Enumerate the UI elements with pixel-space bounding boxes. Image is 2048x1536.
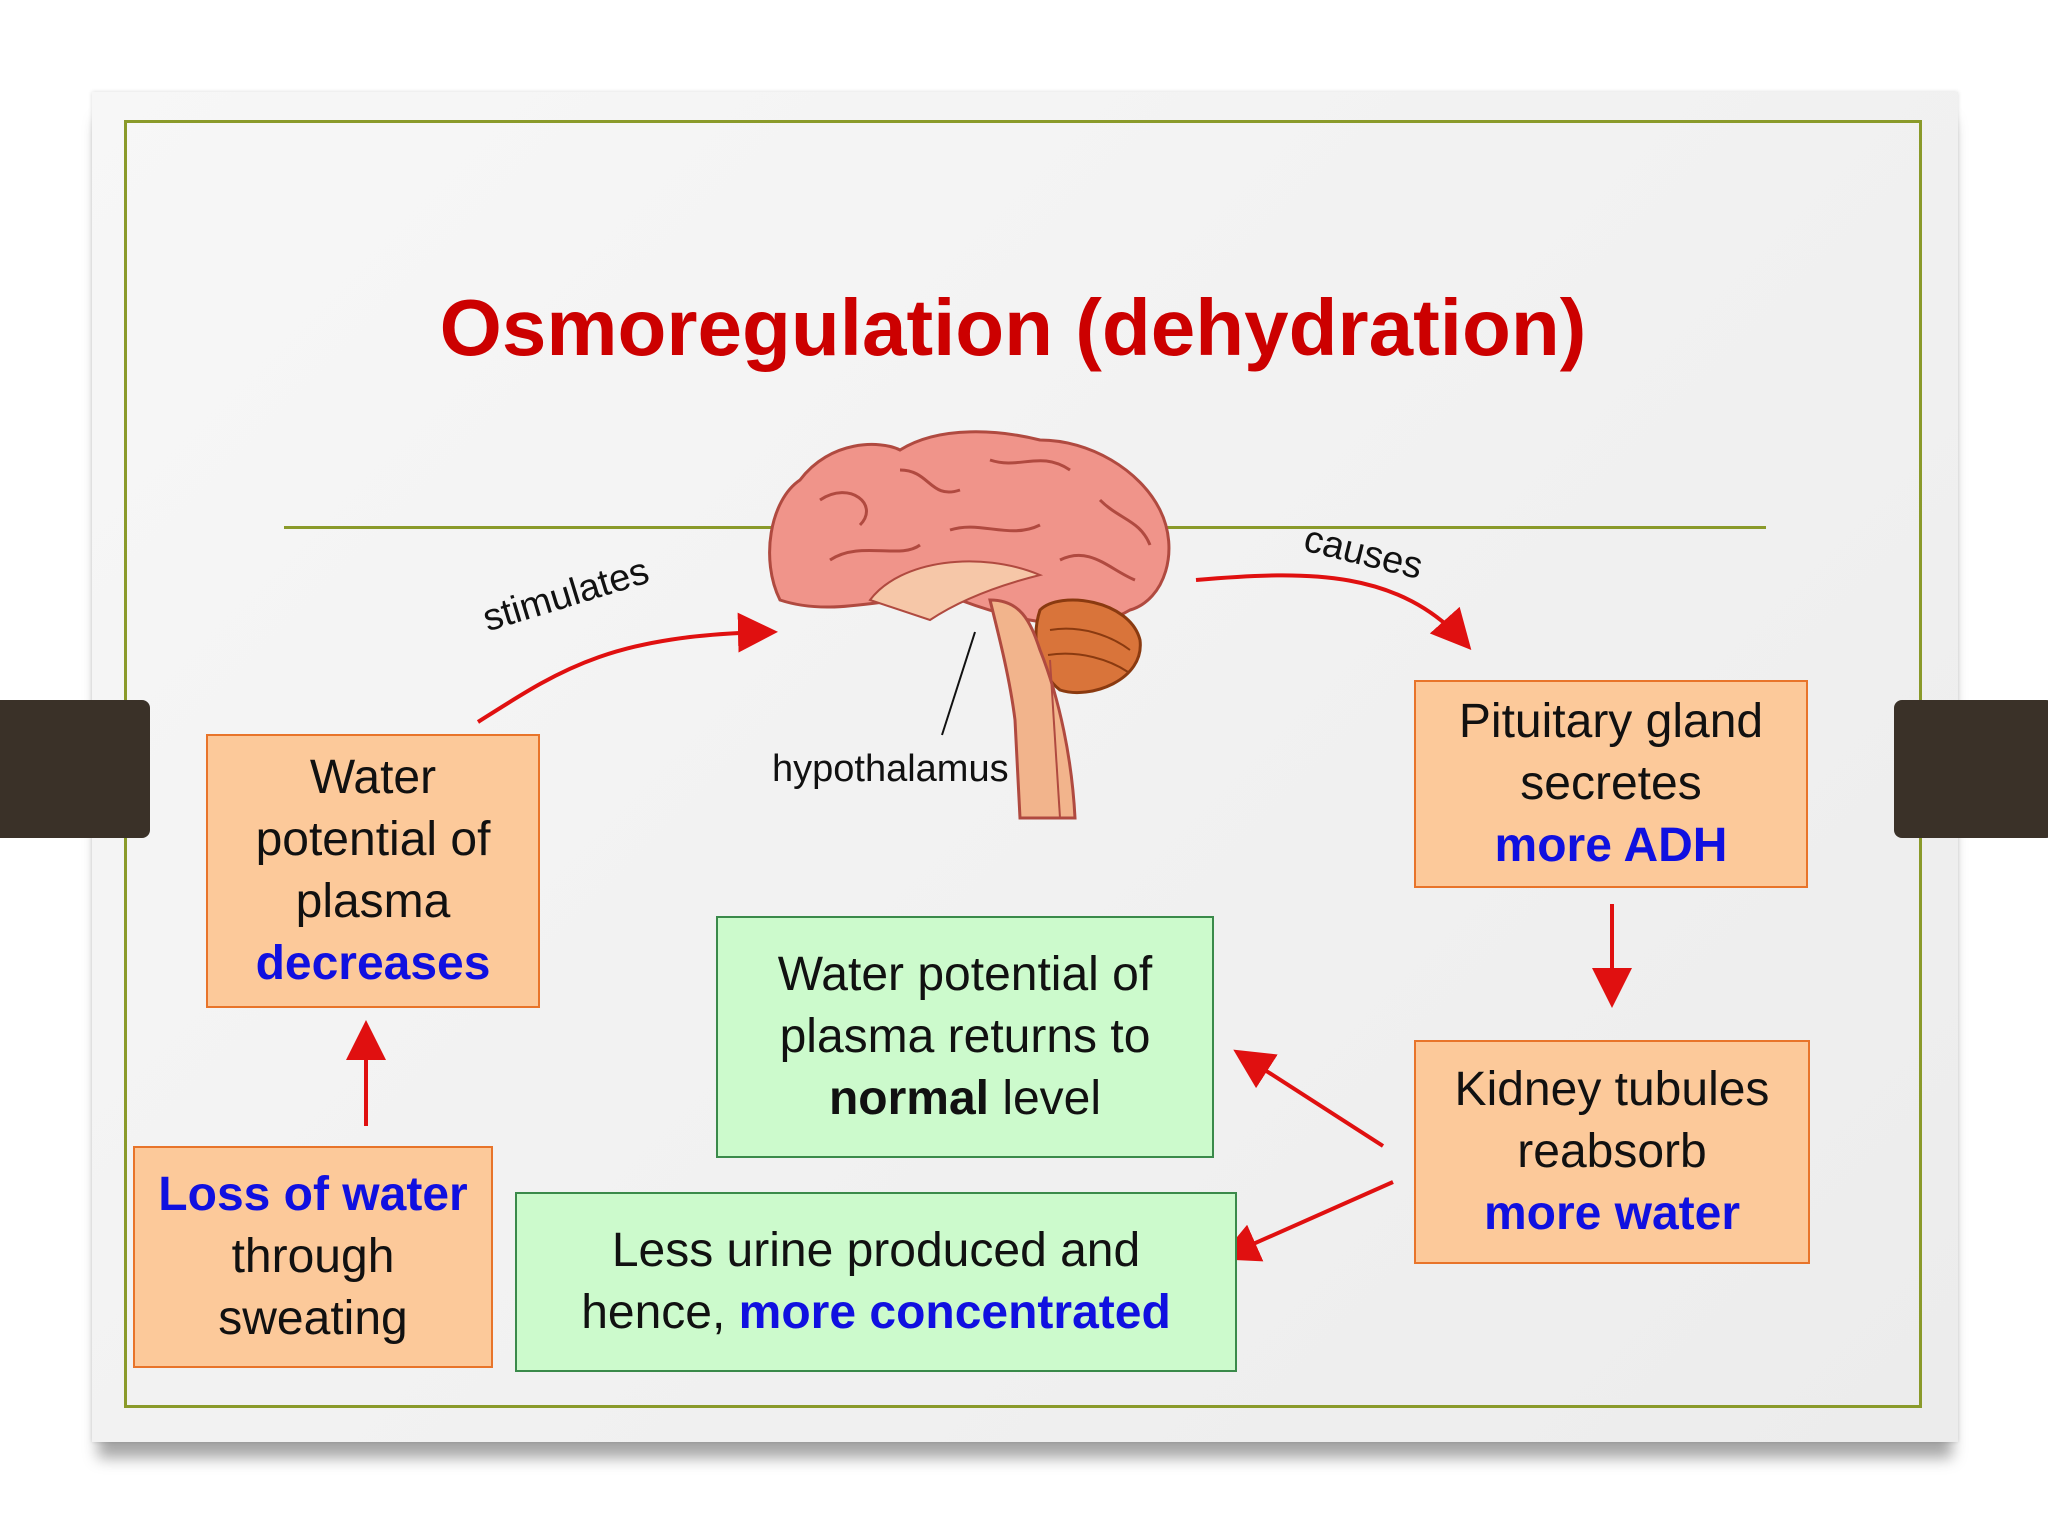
water-potential-line-3: plasma [295,875,451,928]
pituitary-line-2: secretes [1520,757,1702,810]
arrow-kidney-to-normal [1233,1049,1385,1148]
less-urine-line-2: hence, more concentrated [581,1282,1171,1344]
less-urine-highlight: more concentrated [738,1286,1171,1339]
kidney-line-1: Kidney tubules [1454,1063,1770,1116]
water-potential-line-4: decreases [255,937,491,990]
kidney-tubules-box: Kidney tubules reabsorb more water [1414,1040,1810,1264]
pituitary-line-1: Pituitary gland [1458,695,1764,748]
kidney-line-3: more water [1483,1187,1741,1240]
arrow-kidney-to-urine [1218,1180,1394,1262]
slide-title: Osmoregulation (dehydration) [439,283,1587,372]
less-urine-box: Less urine produced and hence, more conc… [515,1192,1237,1372]
pituitary-gland-box: Pituitary gland secretes more ADH [1414,680,1808,888]
arrow-stimulates [476,612,778,724]
returns-normal-bold: normal [828,1072,989,1125]
label-hypothalamus: hypothalamus [772,748,1009,790]
arrow-causes [1195,573,1472,650]
returns-normal-line-2: plasma returns to [779,1010,1151,1063]
right-tab [1894,700,2048,838]
kidney-line-2: reabsorb [1517,1125,1707,1178]
returns-normal-box: Water potential of plasma returns to nor… [716,916,1214,1158]
loss-of-water-line-3: sweating [218,1292,408,1345]
loss-of-water-line-1: Loss of water [158,1168,468,1221]
water-potential-line-2: potential of [255,813,491,866]
left-tab [0,700,150,838]
returns-normal-line-3: normal level [829,1068,1101,1130]
water-potential-line-1: Water [309,751,437,804]
water-potential-decreases-box: Water potential of plasma decreases [206,734,540,1008]
loss-of-water-box: Loss of water through sweating [133,1146,493,1368]
loss-of-water-line-2: through [231,1230,395,1283]
returns-normal-rest: level [988,1072,1102,1125]
less-urine-line-1: Less urine produced and [611,1224,1141,1277]
less-urine-prefix: hence, [581,1286,739,1339]
brain-illustration [768,430,1171,820]
pituitary-line-3: more ADH [1494,819,1728,872]
returns-normal-line-1: Water potential of [777,948,1153,1001]
